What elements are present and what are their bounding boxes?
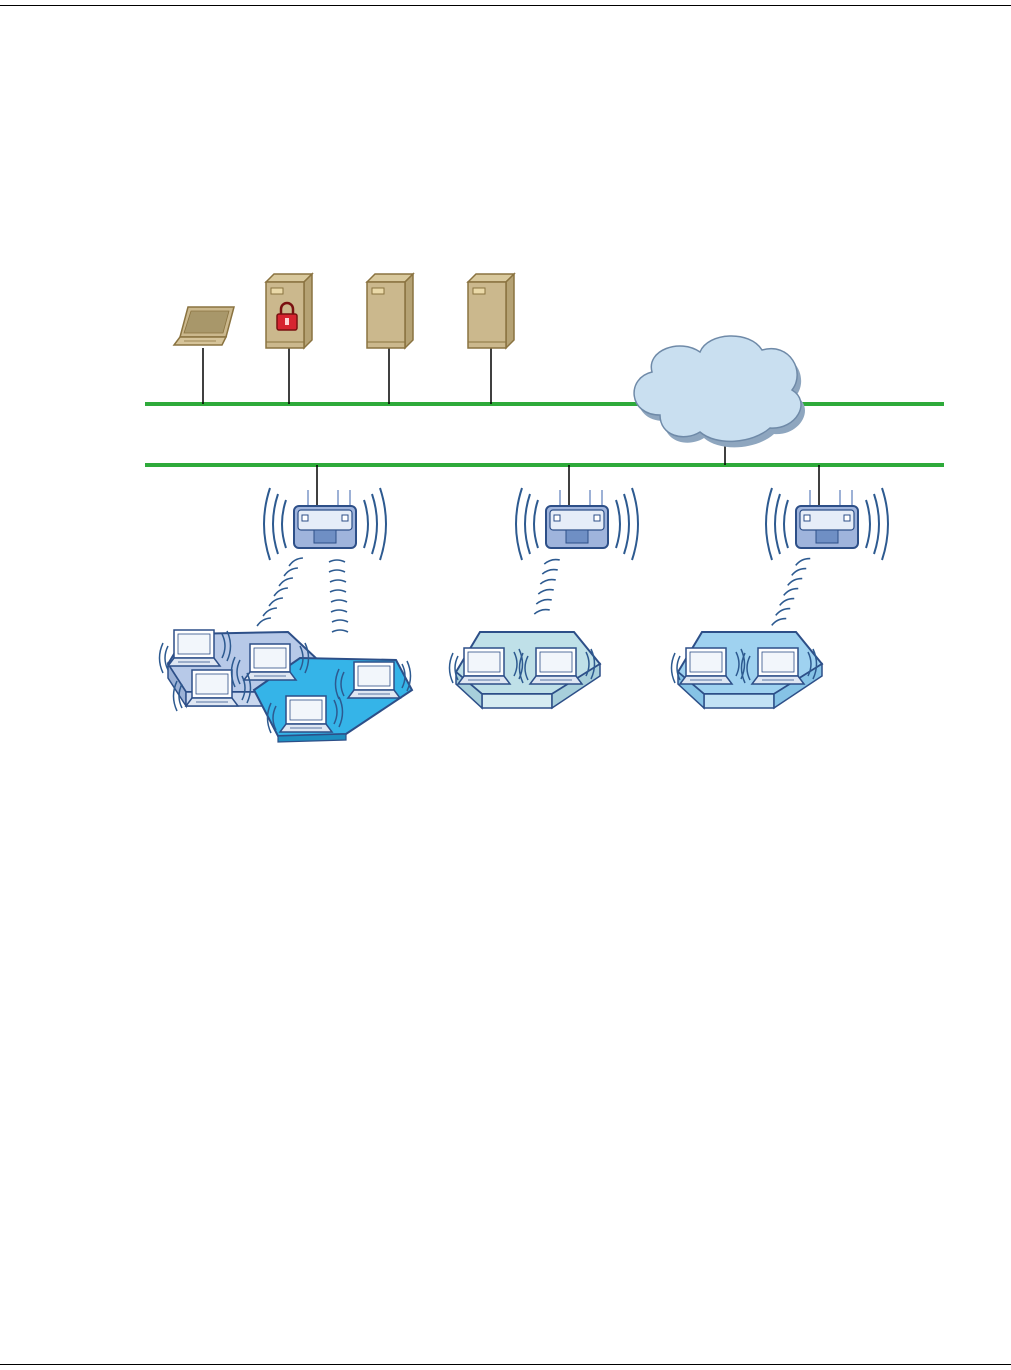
- laptop-icon: [680, 648, 732, 684]
- laptop-icon: [530, 648, 582, 684]
- wireless-link: [329, 560, 348, 632]
- laptop-icon: [458, 648, 510, 684]
- access-point-icon: [516, 488, 638, 560]
- laptop-icon: [244, 644, 296, 680]
- wireless-link: [771, 557, 810, 626]
- access-point-icon: [766, 488, 888, 560]
- wireless-link: [534, 558, 560, 614]
- server-lock-icon: [266, 274, 312, 348]
- laptop-icon: [174, 307, 234, 345]
- laptop-icon: [186, 670, 238, 706]
- access-point-icon: [264, 488, 386, 560]
- wireless-group-1: [160, 630, 413, 742]
- wireless-link: [256, 556, 303, 626]
- laptop-icon: [348, 662, 400, 698]
- laptop-icon: [168, 630, 220, 666]
- laptop-icon: [280, 696, 332, 732]
- wireless-group-3: [672, 632, 823, 708]
- server-icon: [468, 274, 514, 348]
- server-icon: [367, 274, 413, 348]
- cloud-icon: [634, 336, 805, 447]
- laptop-icon: [752, 648, 804, 684]
- wireless-group-2: [450, 632, 601, 708]
